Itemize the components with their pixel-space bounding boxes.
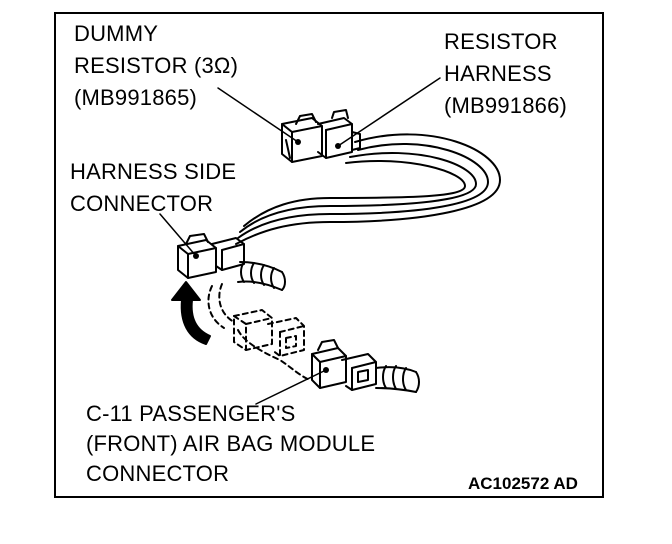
dummy-resistor-label-line3: (MB991865) — [74, 85, 198, 110]
figure-code: AC102572 AD — [468, 474, 578, 493]
resistor-harness-plug — [317, 109, 361, 159]
figure-frame — [54, 12, 604, 498]
resistor-harness-label-line2: HARNESS — [444, 61, 552, 86]
harness-tube — [237, 261, 286, 291]
harness-side-connector — [177, 233, 245, 279]
airbag-module-connector — [311, 339, 377, 391]
dummy-resistor-connector — [281, 113, 323, 163]
airbag-connector-label-line1: C-11 PASSENGER'S — [86, 401, 296, 426]
dummy-resistor-label-line2: RESISTOR (3Ω) — [74, 53, 239, 78]
airbag-module-tube — [375, 365, 420, 393]
resistor-harness-cable — [235, 133, 501, 245]
airbag-connector-label-line3: CONNECTOR — [86, 461, 230, 486]
leader-lines — [159, 77, 441, 405]
harness-side-connector-label-line1: HARNESS SIDE — [70, 159, 237, 184]
airbag-connector-label-line2: (FRONT) AIR BAG MODULE — [86, 431, 376, 456]
resistor-harness-label-line3: (MB991866) — [444, 93, 568, 118]
resistor-harness-label-line1: RESISTOR — [444, 29, 558, 54]
harness-side-connector-label-line2: CONNECTOR — [70, 191, 214, 216]
dummy-resistor-label-line1: DUMMY — [74, 21, 159, 46]
curved-arrow-icon — [171, 281, 211, 345]
previous-position-dashed — [207, 283, 311, 381]
